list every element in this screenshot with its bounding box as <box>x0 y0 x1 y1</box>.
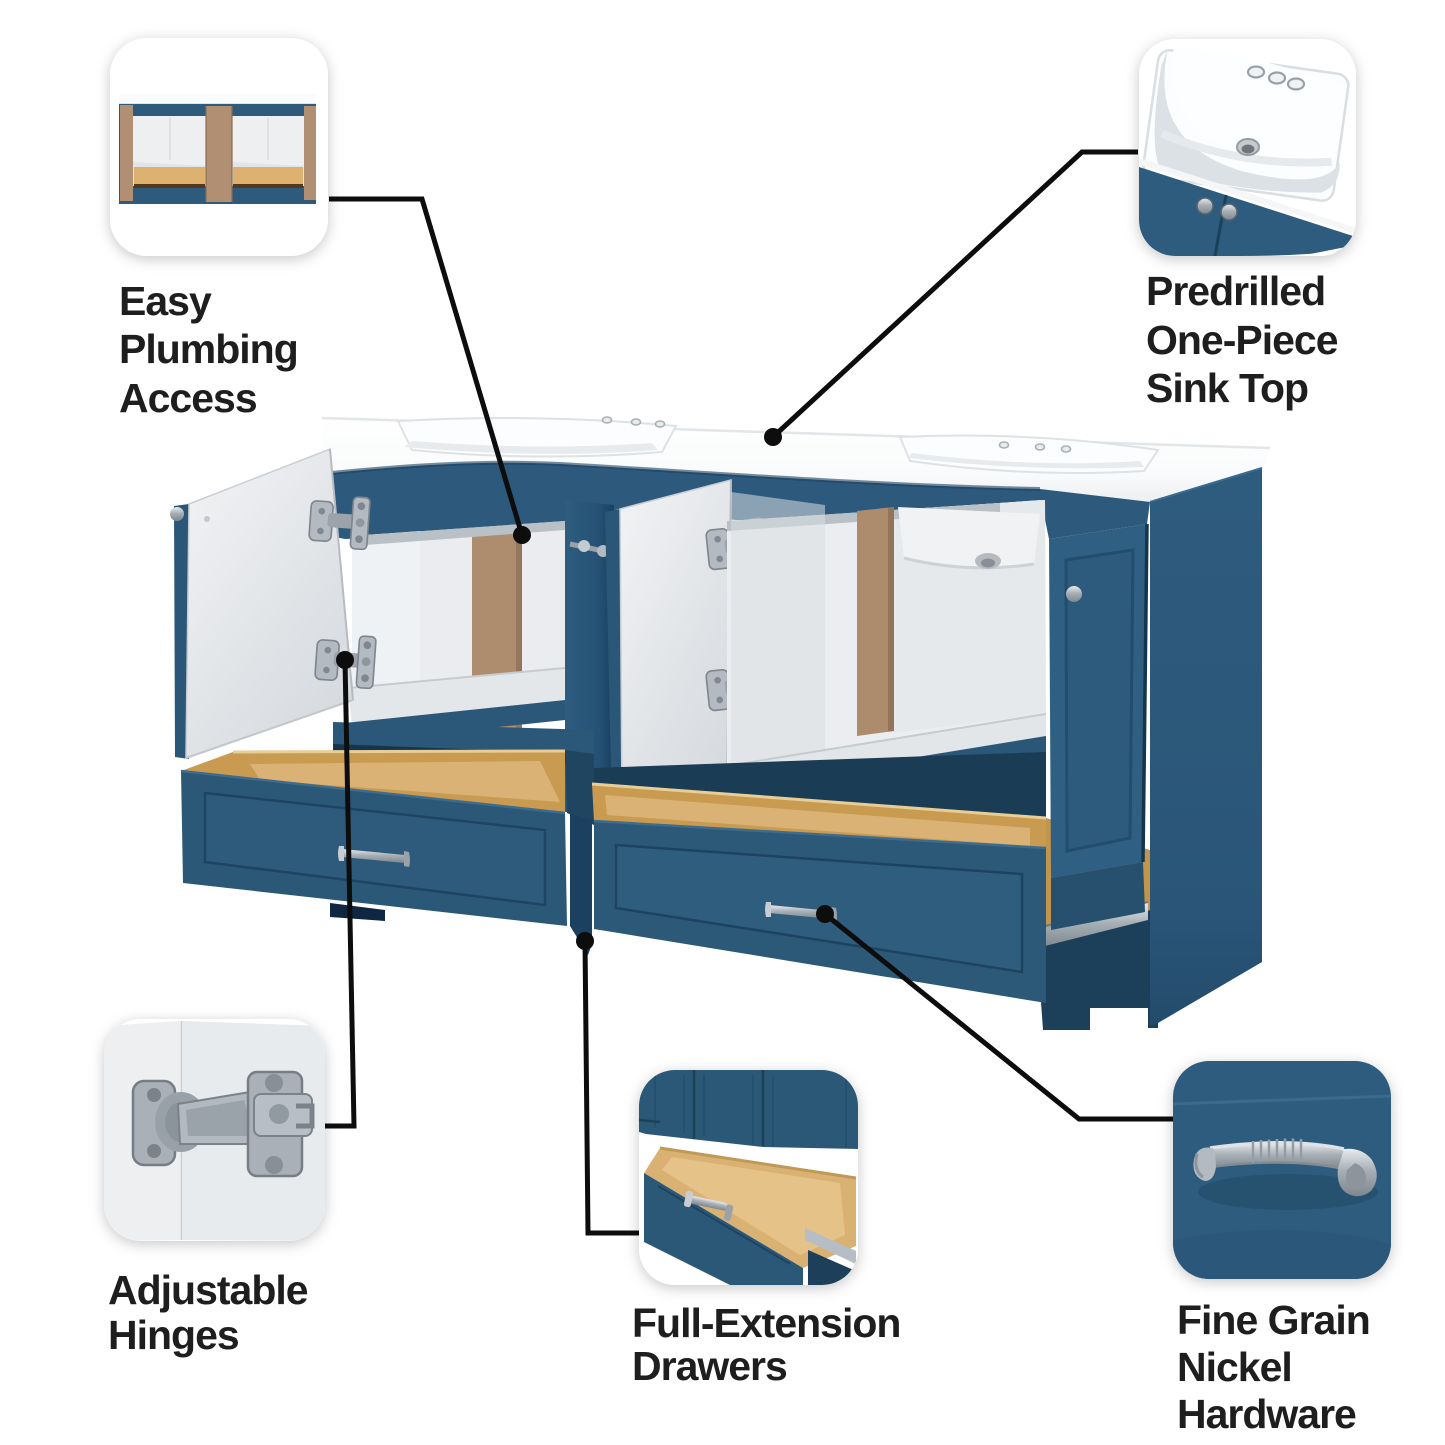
svg-text:Hinges: Hinges <box>108 1312 239 1358</box>
svg-text:Sink Top: Sink Top <box>1146 365 1308 411</box>
svg-text:Nickel: Nickel <box>1177 1344 1292 1390</box>
svg-text:Access: Access <box>119 375 257 421</box>
svg-text:Drawers: Drawers <box>632 1343 787 1389</box>
svg-text:Plumbing: Plumbing <box>119 326 298 372</box>
svg-text:Adjustable: Adjustable <box>108 1267 308 1313</box>
svg-text:Full-Extension: Full-Extension <box>632 1300 900 1346</box>
svg-text:Easy: Easy <box>119 278 212 324</box>
svg-text:Fine Grain: Fine Grain <box>1177 1297 1370 1343</box>
svg-text:One-Piece: One-Piece <box>1146 317 1338 363</box>
svg-text:Hardware: Hardware <box>1177 1391 1356 1437</box>
svg-text:Predrilled: Predrilled <box>1146 268 1325 314</box>
